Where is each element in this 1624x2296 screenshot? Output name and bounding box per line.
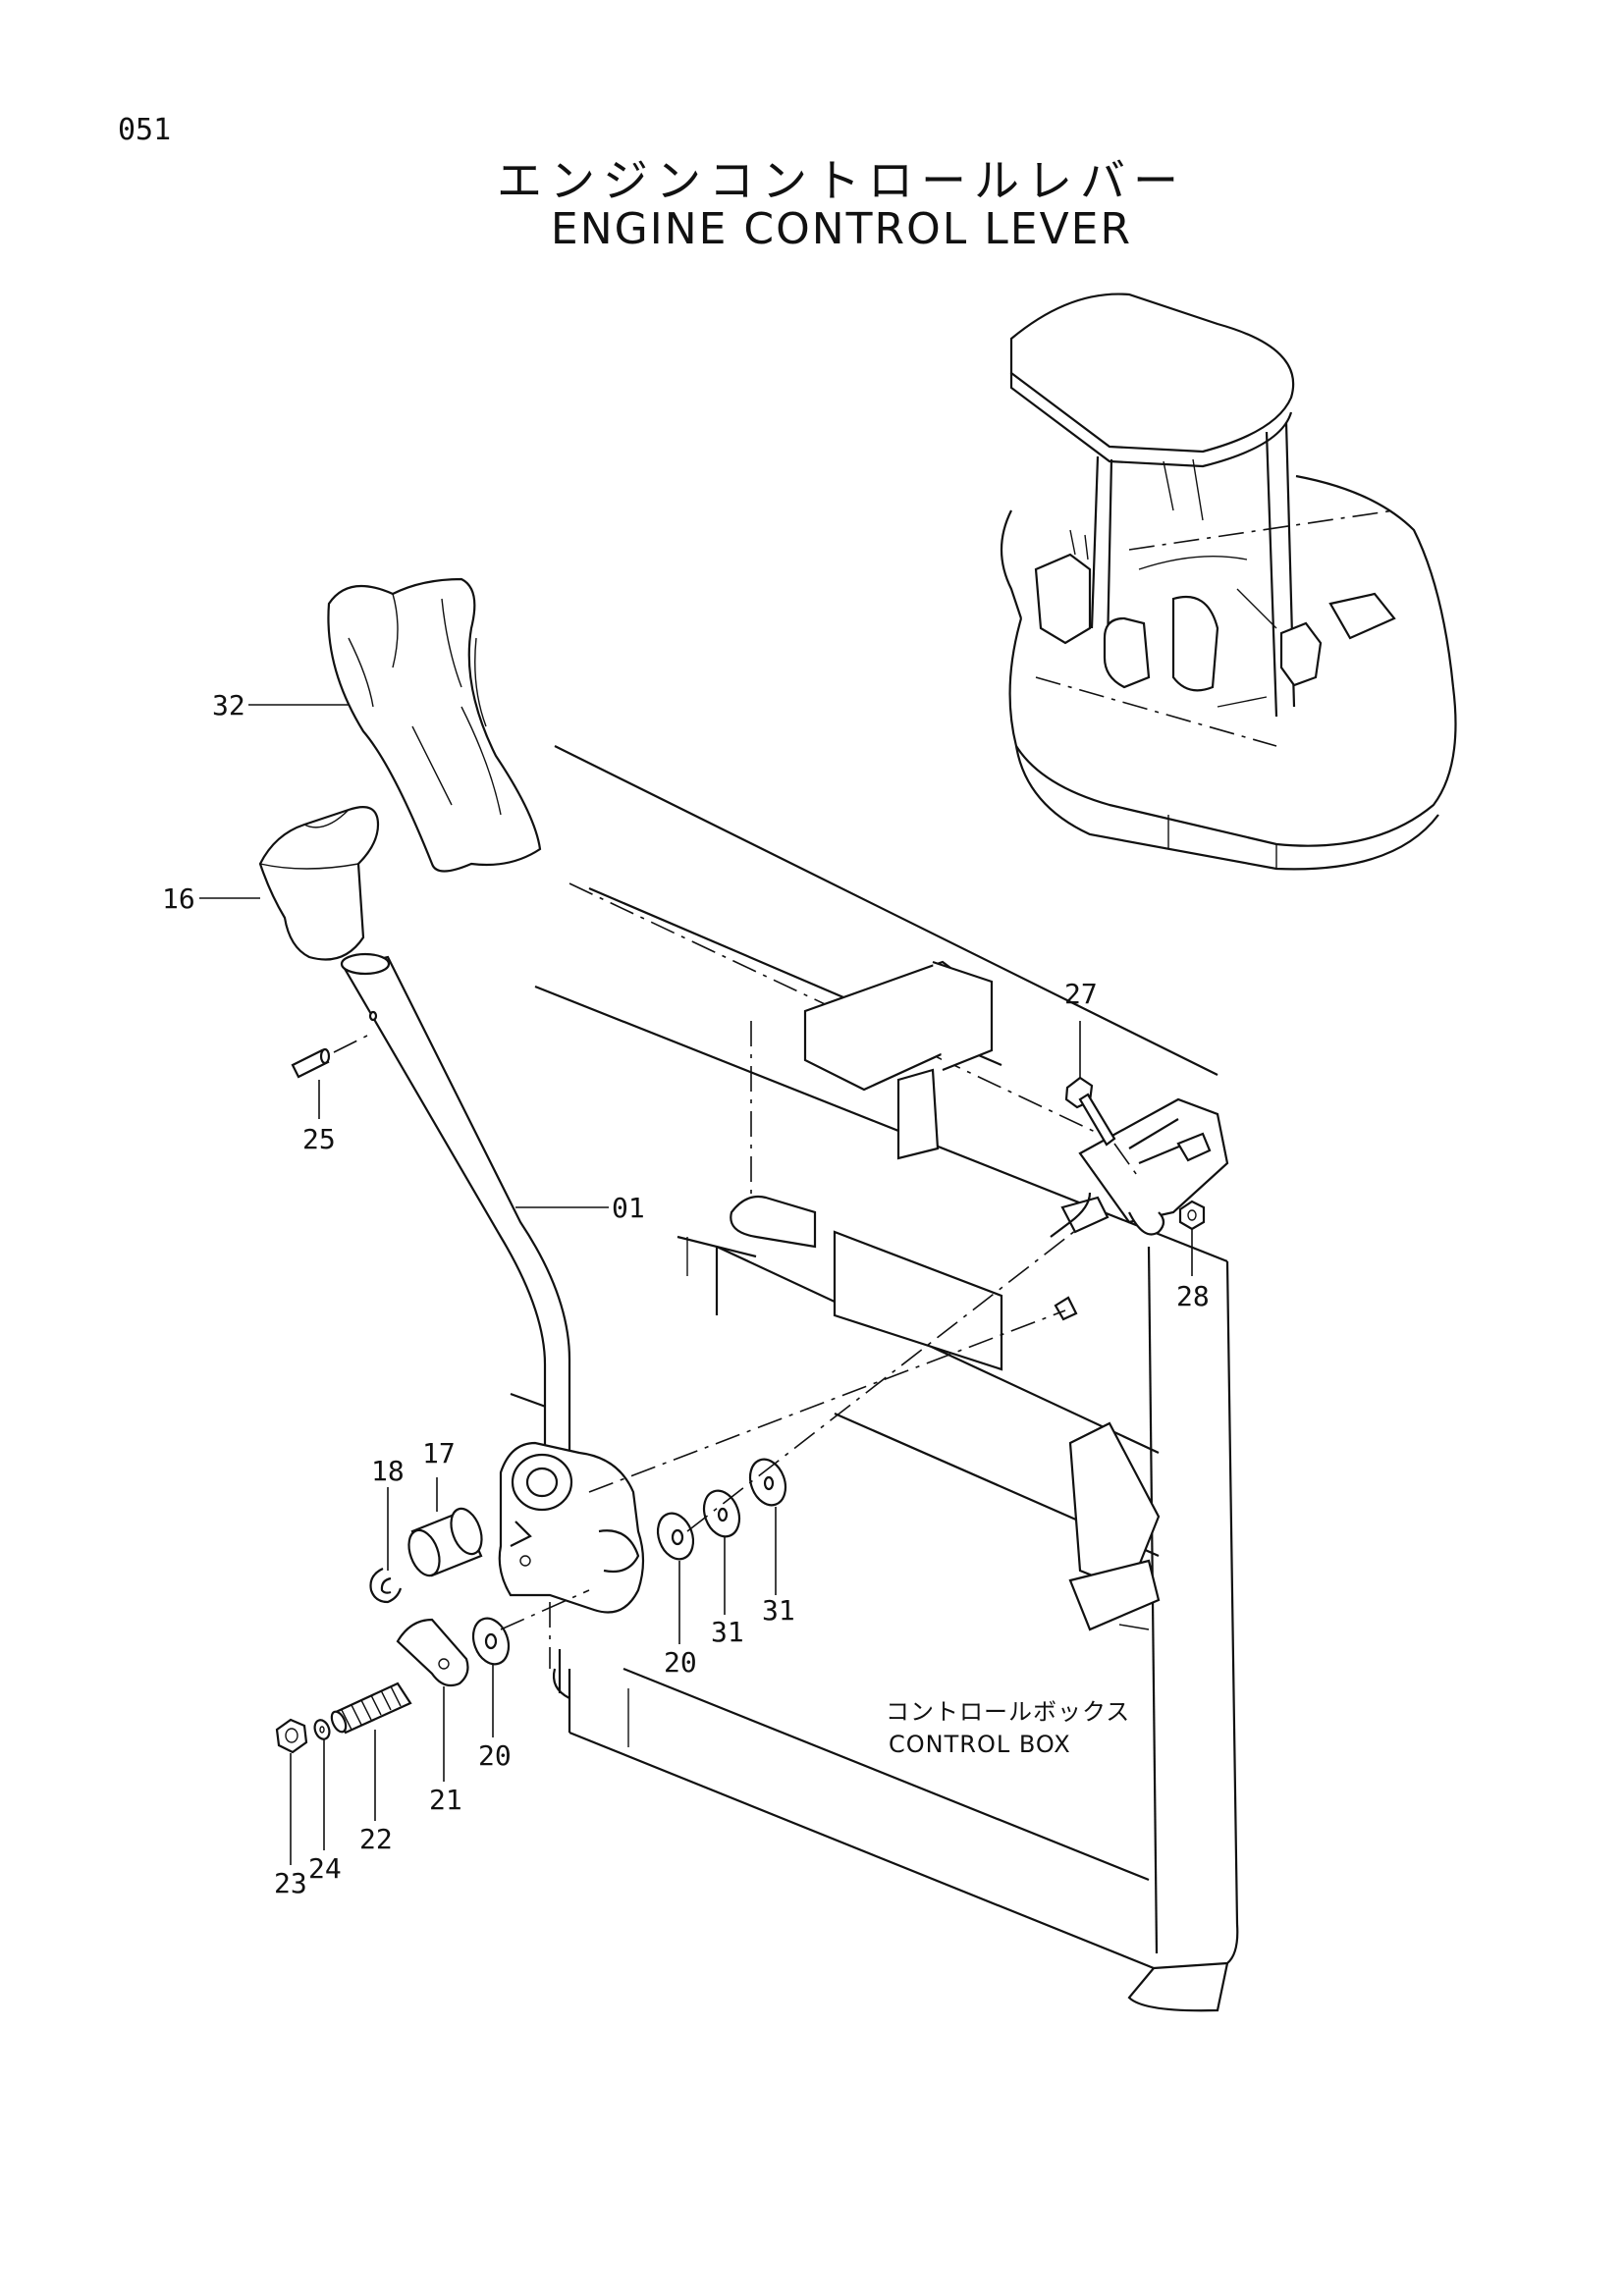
title-japanese: エンジンコントロールレバー (497, 154, 1186, 207)
part-20-washer-upper (656, 1512, 695, 1561)
leader-lines (199, 704, 1193, 1865)
control-box-label-en: CONTROL BOX (889, 1731, 1071, 1758)
part-28-nut (1178, 1200, 1206, 1231)
callout-27: 27 (1064, 978, 1098, 1010)
part-01-control-lever (340, 952, 645, 1614)
part-24-small-washer (313, 1719, 331, 1740)
callout-01: 01 (612, 1192, 645, 1224)
callout-31-b: 31 (762, 1594, 795, 1627)
callout-32: 32 (212, 689, 245, 721)
part-27-bolt (1064, 1076, 1140, 1179)
part-31-washer-b (748, 1458, 787, 1507)
part-25-pin (291, 1032, 374, 1079)
part-32-lever-boot (327, 577, 542, 873)
callout-labels: 32 16 25 01 27 28 18 17 20 31 31 20 21 2… (162, 689, 1210, 1899)
part-22-spring (330, 1682, 412, 1735)
callout-17: 17 (422, 1437, 456, 1469)
control-box-panel (510, 745, 1239, 2012)
stud (1054, 1296, 1078, 1321)
callout-28: 28 (1176, 1280, 1210, 1312)
part-31-washer-a (702, 1489, 741, 1538)
control-box-label-jp: コントロールボックス (886, 1698, 1130, 1726)
callout-25: 25 (302, 1123, 336, 1155)
callout-20-lower: 20 (478, 1739, 512, 1772)
callout-18: 18 (371, 1455, 405, 1487)
part-17-bushing (407, 1507, 483, 1577)
callout-24: 24 (308, 1852, 342, 1885)
part-21-plate (396, 1618, 469, 1687)
title-english: ENGINE CONTROL LEVER (550, 204, 1133, 254)
machine-overview-illustration (1000, 293, 1457, 871)
callout-22: 22 (359, 1823, 393, 1855)
callout-23: 23 (274, 1867, 307, 1899)
assembly-center-lines (500, 1226, 1081, 1630)
page-number: 051 (118, 113, 172, 147)
part-23-nut (275, 1718, 308, 1754)
callout-21: 21 (429, 1784, 462, 1816)
part-16-lever-knob (258, 806, 380, 961)
callout-16: 16 (162, 882, 195, 915)
part-18-snap-ring (369, 1568, 403, 1604)
callout-20-upper: 20 (664, 1646, 697, 1679)
part-20-washer-lower (471, 1617, 511, 1666)
control-box-label: コントロールボックス CONTROL BOX (886, 1698, 1130, 1758)
callout-31-a: 31 (711, 1616, 744, 1648)
